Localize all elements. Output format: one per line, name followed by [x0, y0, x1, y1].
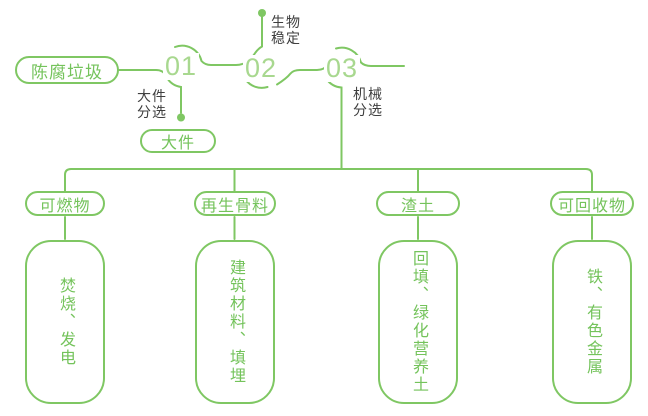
category-pill-slag-soil: 渣土 — [376, 191, 460, 216]
category-label: 再生骨料 — [200, 197, 269, 215]
arc-step3-top-and-exit — [335, 46, 405, 67]
step-number-01: 01 — [162, 51, 200, 81]
bulky-item-pill: 大件 — [140, 129, 216, 153]
result-text: 回填、绿化营养土 — [410, 250, 427, 394]
arc-step1-bottom-and-drop — [165, 76, 182, 114]
bulky-item-label: 大件 — [160, 135, 195, 152]
result-box-incineration: 焚烧、发电 — [25, 240, 105, 404]
result-box-metals: 铁、有色金属 — [552, 240, 632, 404]
result-text: 铁、有色金属 — [584, 268, 601, 376]
result-text: 建筑材料、填埋 — [227, 259, 244, 385]
category-label: 可回收物 — [557, 197, 626, 215]
category-pill-combustibles: 可燃物 — [25, 191, 105, 216]
label-mechanical-sorting: 机械 分选 — [353, 86, 383, 118]
category-pill-recycled-aggregate: 再生骨料 — [194, 191, 276, 216]
line-source-to-step1 — [118, 69, 167, 77]
category-label: 可燃物 — [39, 197, 91, 215]
category-label: 渣土 — [400, 197, 435, 215]
source-pill: 陈腐垃圾 — [15, 56, 119, 84]
result-box-backfill: 回填、绿化营养土 — [378, 240, 458, 404]
category-pill-recyclables: 可回收物 — [550, 191, 634, 216]
label-bulky-sorting: 大件 分选 — [137, 88, 167, 120]
step-number-02: 02 — [242, 53, 280, 83]
arc-step3-bottom-and-drop — [325, 78, 343, 170]
step-number-03: 03 — [323, 53, 361, 83]
bio-stabilization-dot — [258, 9, 266, 17]
source-label: 陈腐垃圾 — [31, 62, 103, 82]
branch-rail — [64, 168, 593, 192]
result-box-building-materials: 建筑材料、填埋 — [195, 240, 275, 404]
result-text: 焚烧、发电 — [57, 277, 74, 367]
arc-step1-top-and-line-to-step2 — [174, 16, 263, 66]
bulky-sorting-dot — [177, 113, 185, 122]
label-bio-stabilization: 生物 稳定 — [271, 14, 301, 46]
line-step2-to-step3 — [276, 64, 329, 86]
